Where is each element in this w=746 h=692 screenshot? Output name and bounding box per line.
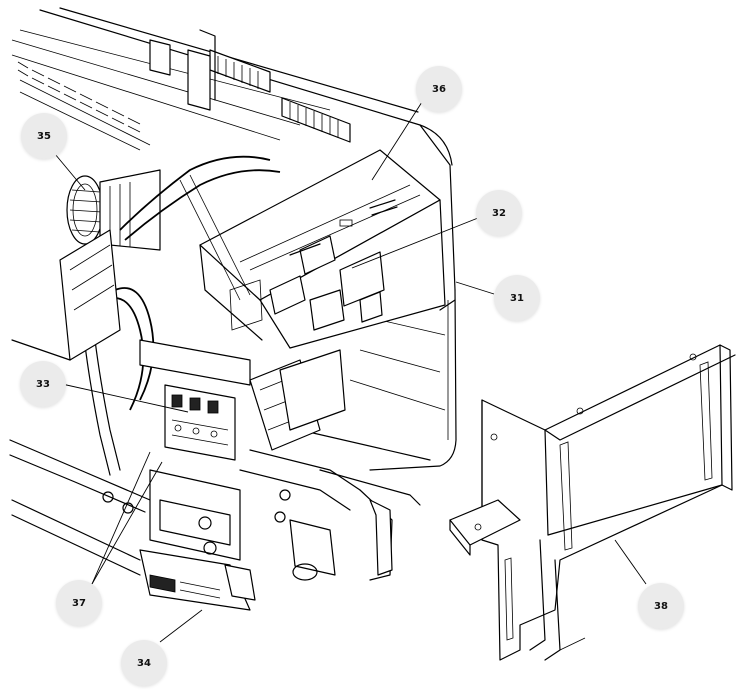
leader-37b [91,451,151,585]
callout-38: 38 [638,583,684,629]
callout-33: 33 [20,361,66,407]
leader-lines [54,101,647,643]
grill-slats [17,61,151,151]
callout-37: 37 [56,580,102,626]
leader-37 [91,461,163,585]
terminal-block-drawing [139,339,346,461]
callout-33-label: 33 [36,378,50,390]
fan-motor-drawing [66,169,161,251]
callout-36-label: 36 [432,83,446,95]
lower-assembly-drawing [102,449,361,611]
control-box-drawing [199,149,446,349]
callout-32-label: 32 [492,207,506,219]
callout-35-label: 35 [37,130,51,142]
callout-31: 31 [494,275,540,321]
leader-35 [54,153,86,191]
callout-38-label: 38 [654,600,668,612]
mounting-bracket-drawing [449,344,736,661]
wiring-and-pipes-drawing [9,155,281,576]
leader-33 [61,383,189,413]
leader-34 [159,609,203,643]
leader-36 [371,101,423,181]
callout-37-label: 37 [72,597,86,609]
callout-32: 32 [476,190,522,236]
callout-31-label: 31 [510,292,524,304]
callout-34-label: 34 [137,657,151,669]
leader-32 [351,217,479,269]
main-housing-drawing [11,7,457,581]
callout-34: 34 [121,640,167,686]
leader-31 [455,281,495,295]
callout-36: 36 [416,66,462,112]
leader-38 [614,539,647,585]
callout-35: 35 [21,113,67,159]
